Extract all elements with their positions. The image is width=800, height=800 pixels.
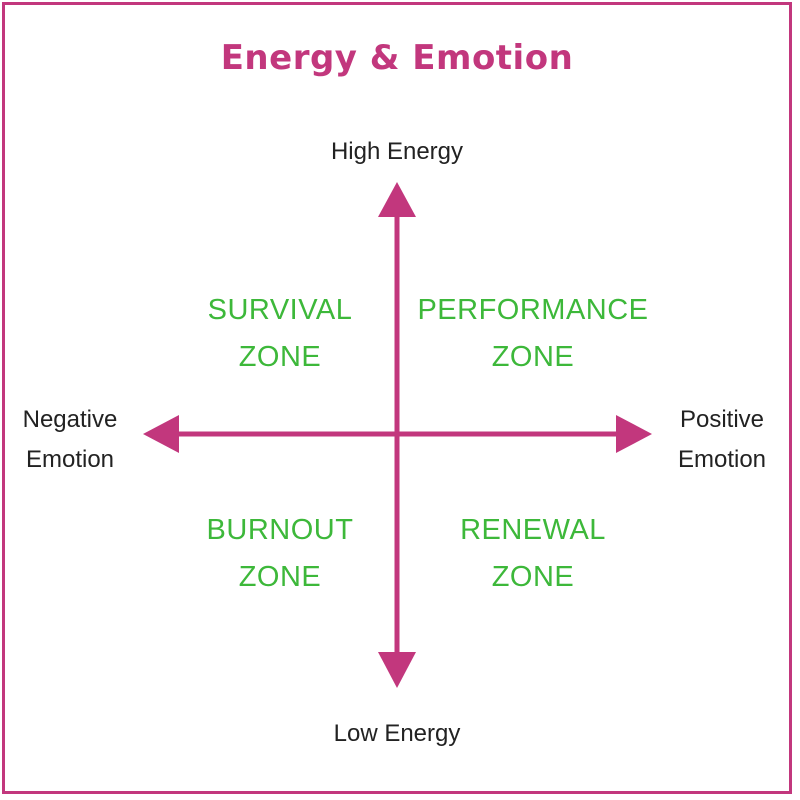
axis-label-left-line-2: Emotion bbox=[25, 446, 115, 473]
axis-label-bottom: Low Energy bbox=[297, 714, 497, 754]
arrow-left-icon bbox=[143, 415, 179, 453]
zone-renewal-line-1: RENEWAL bbox=[460, 514, 606, 546]
arrow-up-icon bbox=[378, 182, 416, 217]
axis-label-top: High Energy bbox=[297, 132, 497, 172]
zone-renewal-line-2: ZONE bbox=[491, 561, 575, 593]
arrow-down-icon bbox=[378, 652, 416, 688]
zone-burnout-line-1: BURNOUT bbox=[206, 514, 354, 546]
axis-label-left-line-1: Negative bbox=[22, 406, 118, 433]
zone-performance: PERFORMANCE ZONE bbox=[403, 287, 663, 381]
zone-survival-line-2: ZONE bbox=[238, 341, 322, 373]
axis-label-right-line-2: Emotion bbox=[677, 446, 767, 473]
axis-label-top-text: High Energy bbox=[330, 138, 464, 165]
axis-label-bottom-text: Low Energy bbox=[333, 720, 461, 747]
diagram-title: Energy & Emotion bbox=[220, 38, 574, 78]
zone-performance-line-1: PERFORMANCE bbox=[417, 294, 649, 326]
axis-label-left: Negative Emotion bbox=[8, 400, 132, 480]
axis-label-right-line-1: Positive bbox=[679, 406, 765, 433]
zone-renewal: RENEWAL ZONE bbox=[413, 507, 653, 601]
zone-survival: SURVIVAL ZONE bbox=[160, 287, 400, 381]
axis-label-right: Positive Emotion bbox=[658, 400, 786, 480]
zone-survival-line-1: SURVIVAL bbox=[207, 294, 353, 326]
arrow-right-icon bbox=[616, 415, 652, 453]
zone-burnout-line-2: ZONE bbox=[238, 561, 322, 593]
zone-burnout: BURNOUT ZONE bbox=[160, 507, 400, 601]
zone-performance-line-2: ZONE bbox=[491, 341, 575, 373]
